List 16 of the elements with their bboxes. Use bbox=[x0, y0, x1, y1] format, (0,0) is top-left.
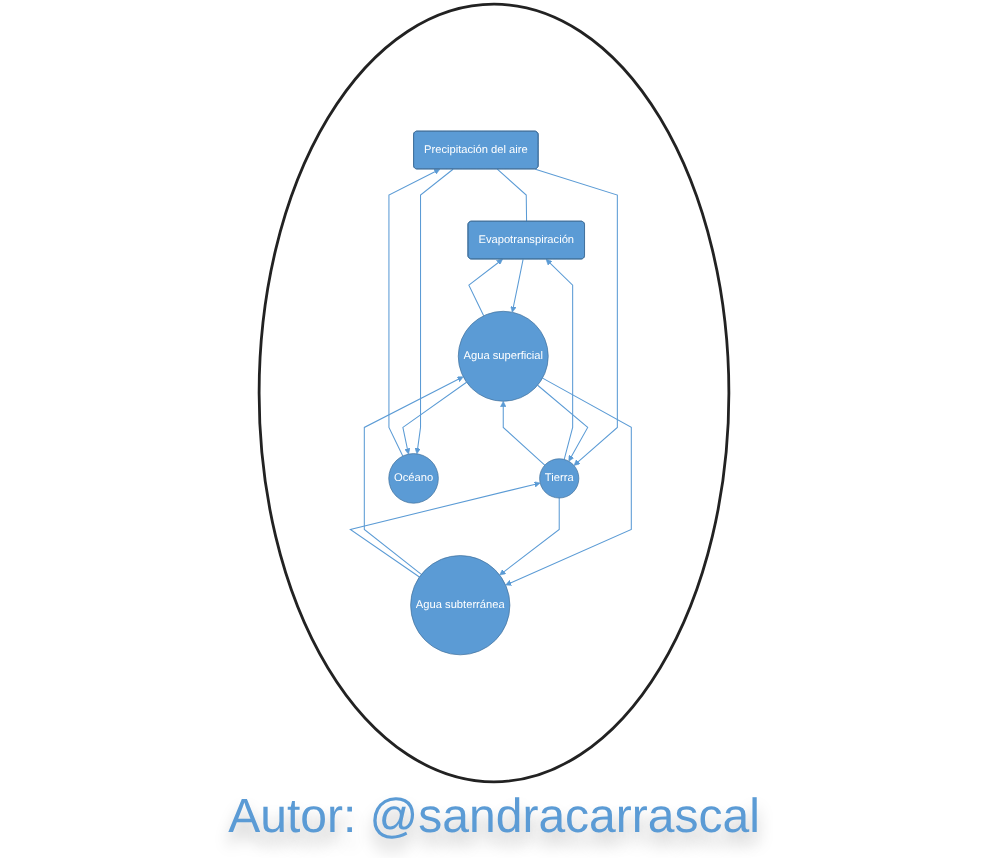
cluster bbox=[257, 2, 731, 784]
arrow bbox=[499, 497, 560, 576]
arrow bbox=[545, 259, 574, 460]
arrow bbox=[402, 381, 468, 455]
arrow bbox=[349, 481, 541, 578]
arrow bbox=[500, 400, 546, 466]
caption: Autor: @sandracarrascal bbox=[228, 790, 760, 846]
arrow bbox=[510, 258, 524, 313]
arrow bbox=[537, 384, 589, 462]
arrow bbox=[363, 376, 464, 575]
arrow bbox=[534, 168, 618, 466]
arrow bbox=[414, 168, 454, 455]
arrow bbox=[388, 168, 441, 457]
arrow bbox=[468, 259, 503, 317]
arrow bbox=[505, 377, 632, 586]
connector bbox=[496, 168, 528, 223]
